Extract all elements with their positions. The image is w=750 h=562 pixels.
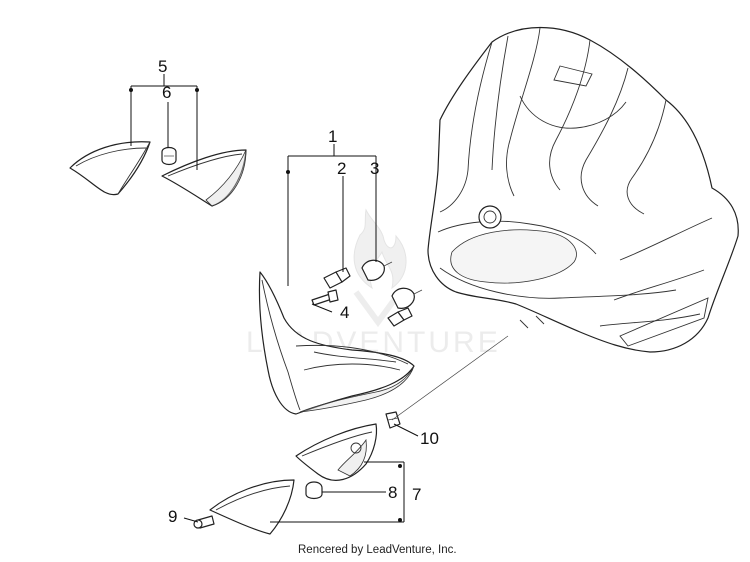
callout-7: 7 [412, 485, 421, 504]
callout-1: 1 [328, 127, 337, 146]
callout-6: 6 [162, 83, 171, 102]
bulb-8 [305, 481, 323, 500]
turn-signal-lens [209, 479, 295, 535]
bulb-6 [161, 146, 177, 166]
bulb-3-lower [391, 287, 423, 309]
callout-4: 4 [340, 303, 349, 322]
callout-5: 5 [158, 57, 167, 76]
screw-9 [193, 515, 215, 529]
callout-10: 10 [420, 429, 439, 448]
callout-2: 2 [337, 159, 346, 178]
bulb-2-lower [387, 307, 413, 327]
callout-9: 9 [168, 507, 177, 526]
leader-lines [129, 74, 509, 523]
turn-signal-housing [295, 423, 378, 481]
clip-10 [385, 411, 401, 429]
side-lens-cover-left [69, 141, 151, 196]
bulb-2-upper [323, 267, 351, 289]
footer-credit: Rencered by LeadVenture, Inc. [298, 544, 457, 556]
bulb-3-upper [361, 259, 393, 281]
screw-4 [311, 289, 339, 306]
front-fairing [427, 27, 739, 353]
callout-3: 3 [370, 159, 379, 178]
headlight-assembly [258, 271, 415, 415]
callout-8: 8 [388, 483, 397, 502]
side-lens-cover-right [161, 149, 247, 207]
